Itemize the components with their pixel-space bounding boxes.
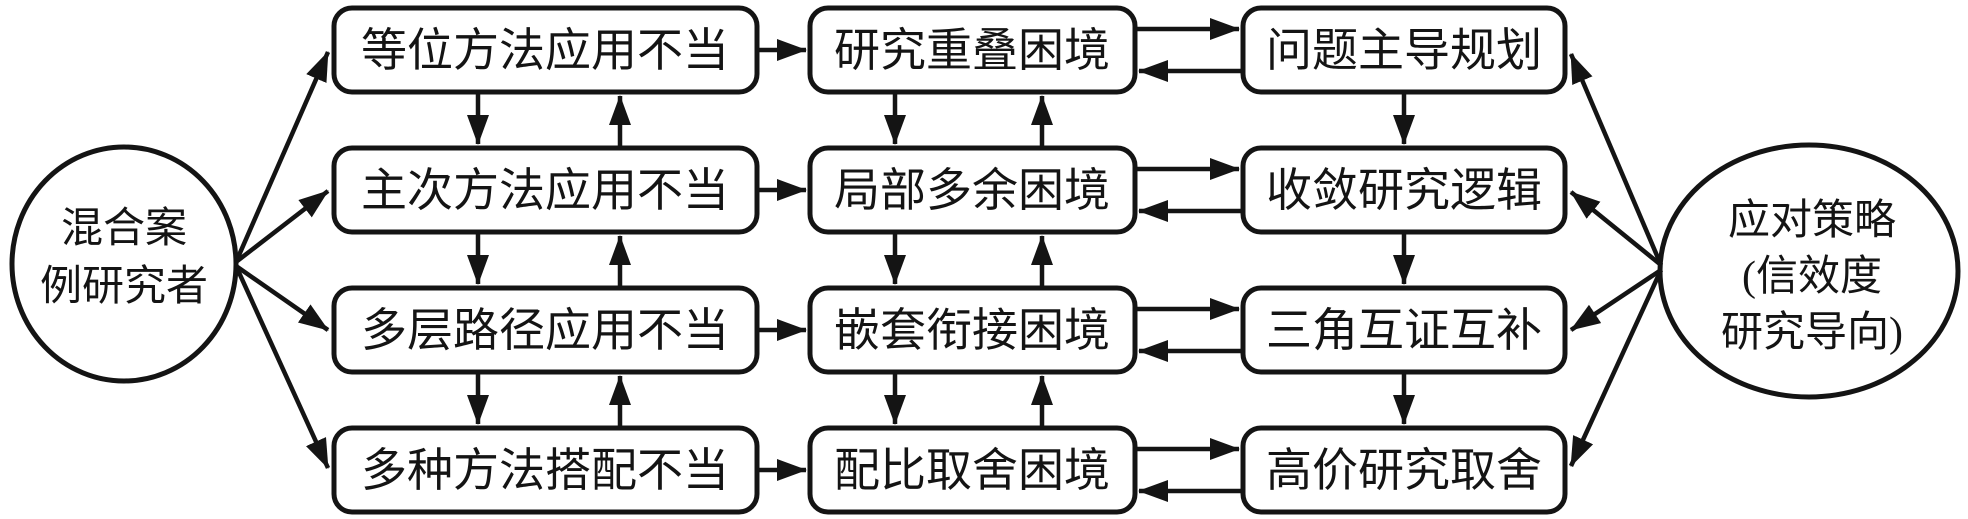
box-col3-row4-label: 高价研究取舍	[1266, 445, 1542, 496]
box-col1-row3-label: 多层路径应用不当	[361, 305, 729, 356]
column-dilemmas: 研究重叠困境 局部多余困境 嵌套衔接困境 配比取舍困境	[807, 5, 1138, 515]
arrow-ellipse-to-col3-row2	[1569, 190, 1663, 267]
box-col3-row3	[1240, 285, 1568, 375]
strategy-label-line2: (信效度	[1742, 254, 1882, 300]
arrow-actor-to-col1-row2	[234, 189, 330, 264]
box-col2-row2	[807, 145, 1138, 235]
box-col3-row2	[1240, 145, 1568, 235]
arrow-ellipse-to-col3-row1	[1568, 53, 1664, 266]
box-col3-row4	[1240, 425, 1568, 515]
box-col2-row3	[807, 285, 1138, 375]
box-col1-row4	[331, 425, 760, 515]
left-actor-node: 混合案 例研究者	[9, 144, 239, 384]
strategy-label-line1: 应对策略	[1728, 197, 1896, 244]
box-col2-row2-label: 局部多余困境	[834, 165, 1110, 216]
box-col1-row4-label: 多种方法搭配不当	[361, 445, 729, 496]
box-col1-row1	[331, 5, 760, 95]
actor-label-line1: 混合案	[61, 205, 187, 252]
edges-strategy-fan	[1568, 53, 1664, 467]
arrow-actor-to-col1-row3	[234, 264, 330, 332]
box-col1-row3	[331, 285, 760, 375]
arrow-actor-to-col1-row1	[233, 51, 331, 263]
arrow-ellipse-to-col3-row4	[1568, 269, 1664, 467]
box-col3-row3-label: 三角互证互补	[1266, 305, 1542, 356]
box-col1-row2	[331, 145, 760, 235]
box-col1-row2-label: 主次方法应用不当	[361, 165, 729, 216]
edges-dilemma-strategy	[1137, 18, 1241, 502]
edges-problem-to-dilemma	[759, 39, 807, 481]
box-col2-row4	[807, 425, 1138, 515]
column-strategies: 问题主导规划 收敛研究逻辑 三角互证互补 高价研究取舍	[1240, 5, 1568, 515]
actor-circle	[9, 144, 239, 384]
box-col2-row4-label: 配比取舍困境	[834, 445, 1110, 496]
box-col1-row1-label: 等位方法应用不当	[361, 25, 729, 76]
box-col2-row1	[807, 5, 1138, 95]
arrow-ellipse-to-col3-row3	[1569, 268, 1663, 332]
actor-label-line2: 例研究者	[40, 263, 208, 310]
strategy-label-line3: 研究导向)	[1721, 309, 1903, 356]
box-col3-row1-label: 问题主导规划	[1266, 25, 1542, 76]
arrow-actor-to-col1-row4	[233, 265, 331, 469]
edges-col1-vertical	[467, 94, 631, 426]
edges-col2-vertical	[884, 94, 1053, 426]
edges-actor-fan	[233, 51, 331, 469]
box-col3-row2-label: 收敛研究逻辑	[1266, 165, 1542, 216]
box-col3-row1	[1240, 5, 1568, 95]
box-col2-row3-label: 嵌套衔接困境	[834, 305, 1110, 356]
column-problems: 等位方法应用不当 主次方法应用不当 多层路径应用不当 多种方法搭配不当	[331, 5, 760, 515]
right-strategy-node: 应对策略 (信效度 研究导向)	[1657, 142, 1961, 400]
box-col2-row1-label: 研究重叠困境	[834, 25, 1110, 76]
